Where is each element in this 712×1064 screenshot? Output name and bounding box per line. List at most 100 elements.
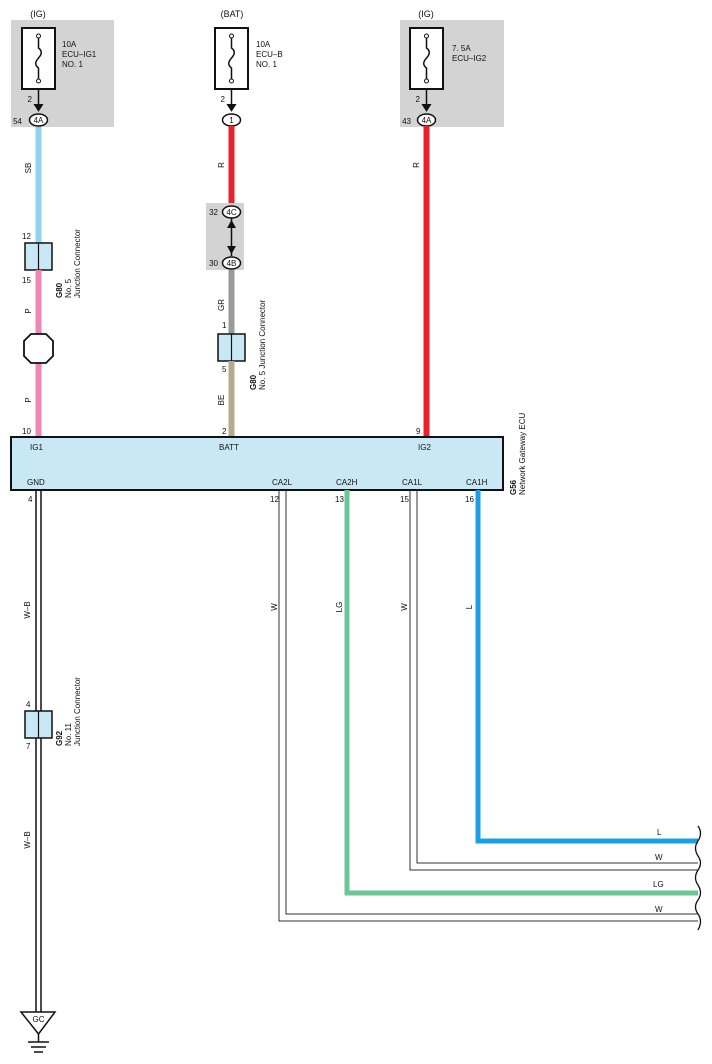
ecu-id: G56: [509, 479, 518, 495]
ecu-pin-label: BATT: [219, 443, 239, 452]
wire-end-label: W: [655, 905, 663, 914]
ecu-pin-label: CA1L: [402, 478, 423, 487]
wire-end-label: LG: [653, 880, 664, 889]
wire-ca2l: [278, 490, 698, 922]
arrow-down-icon: [226, 103, 237, 112]
wire-color-label: LG: [335, 602, 344, 613]
fuse-ecu-b: (BAT) 10A ECU–B NO. 1 2 1: [214, 9, 283, 127]
splice-octagon: [23, 333, 54, 364]
junction-pin-bottom: 5: [222, 365, 227, 374]
fuse-sub: NO. 1: [62, 60, 83, 69]
fuse-rating: 7. 5A: [452, 44, 471, 53]
fuse-icon: [35, 36, 42, 81]
connector-pin: 43: [402, 117, 411, 126]
arrow-down-icon: [421, 103, 432, 112]
ecu-pin: 10: [22, 427, 31, 436]
wire-ca1h: [475, 490, 698, 844]
connector-code: 1: [229, 116, 234, 125]
ground-label: GC: [33, 1015, 45, 1024]
ecu-name: Network Gateway ECU: [518, 413, 527, 495]
wire-color-label: W: [270, 603, 279, 611]
fuse-icon: [423, 36, 430, 81]
junction-desc: Junction Connector: [73, 677, 82, 746]
fuse-rating: 10A: [256, 40, 271, 49]
fuse-sub: NO. 1: [256, 60, 277, 69]
ecu-pin: 9: [416, 427, 421, 436]
ecu-pin-label: CA1H: [466, 478, 488, 487]
wire-color-label: SB: [24, 163, 33, 174]
connector-oval: [28, 113, 49, 127]
ground-circuit: W–B 4 7 G92 No. 11 Junction Connector W–…: [19, 490, 82, 1053]
ground-triangle: [19, 1011, 57, 1036]
wire-end-label: L: [657, 828, 662, 837]
ecu-box: [10, 436, 504, 491]
connector-code: 4C: [226, 208, 236, 217]
inline-pin: 32: [209, 208, 218, 217]
ecu-pin-label: CA2H: [336, 478, 358, 487]
junction-name: No. 11: [64, 722, 73, 746]
wire-color-label: L: [465, 604, 474, 609]
ecu-pin: 2: [222, 427, 227, 436]
fuse-name: ECU–IG1: [62, 50, 97, 59]
ig1-circuit: SB 12 15 G80 No. 5 Junction Connector P …: [22, 127, 82, 437]
ecu-pin: 16: [465, 495, 474, 504]
wire-ca2h: [344, 490, 698, 896]
fuse-source-label: (IG): [418, 9, 434, 19]
junction-desc: Junction Connector: [73, 229, 82, 298]
fuse-rating: 10A: [62, 40, 77, 49]
ecu-pin: 4: [28, 495, 33, 504]
connector-code: 4B: [227, 259, 237, 268]
fuse-pin: 2: [28, 95, 33, 104]
junction-id: G92: [55, 730, 64, 746]
wire-break-icon: [694, 825, 702, 931]
fuse-ecu-ig1: (IG) 10A ECU–IG1 NO. 1 2 54 4A: [11, 9, 114, 127]
batt-circuit: R 32 4C 30 4B GR 1 5 G80 No. 5 Junction …: [206, 126, 267, 437]
network-gateway-ecu: 10 IG1 2 BATT 9 IG2 GND CA2L CA2H CA1L C…: [10, 413, 527, 504]
wire-end-label: W: [655, 853, 663, 862]
connector-pin: 54: [13, 117, 22, 126]
wire-color-label: W: [400, 603, 409, 611]
wire-color-label: R: [217, 162, 226, 168]
wire-color-label: R: [412, 162, 421, 168]
fuse-icon: [228, 36, 235, 81]
junction-pin-top: 12: [22, 232, 31, 241]
ecu-pin-label: CA2L: [272, 478, 293, 487]
ecu-pin-label: IG1: [30, 443, 43, 452]
fuse-pin: 2: [416, 95, 421, 104]
wire-color-label: W–B: [23, 831, 32, 848]
connector-code: 4A: [422, 116, 432, 125]
connector-code: 4A: [34, 116, 44, 125]
junction-pin-bottom: 7: [26, 742, 31, 751]
can-bus-wires: W LG W L L W LG W: [270, 490, 702, 931]
ecu-pin: 15: [400, 495, 409, 504]
wire-color-label: GR: [217, 299, 226, 311]
fuse-source-label: (IG): [30, 9, 46, 19]
ecu-pin: 13: [335, 495, 344, 504]
wire-color-label: BE: [217, 395, 226, 406]
junction-name: No. 5 Junction Connector: [258, 299, 267, 390]
fuse-name: ECU–B: [256, 50, 283, 59]
junction-pin-top: 1: [222, 321, 227, 330]
arrow-down-icon: [227, 246, 236, 254]
connector-oval: [221, 256, 242, 270]
fuse-ecu-ig2: (IG) 7. 5A ECU–IG2 2 43 4A: [400, 9, 504, 127]
fuse-pin: 2: [221, 95, 226, 104]
inline-pin: 30: [209, 259, 218, 268]
wire-color-label: P: [24, 308, 33, 313]
junction-id: G80: [55, 282, 64, 298]
wire-color-label: W–B: [23, 601, 32, 618]
ecu-pin: 12: [270, 495, 279, 504]
ecu-pin-label: GND: [27, 478, 45, 487]
ecu-pin-label: IG2: [418, 443, 431, 452]
wire-color-label: P: [24, 397, 33, 402]
wire-ca1l: [409, 490, 698, 871]
junction-id: G80: [249, 374, 258, 390]
junction-pin-bottom: 15: [22, 276, 31, 285]
fuse-source-label: (BAT): [221, 9, 244, 19]
fuse-name: ECU–IG2: [452, 54, 487, 63]
arrow-down-icon: [33, 103, 44, 112]
junction-pin-top: 4: [26, 700, 31, 709]
ig2-circuit: R: [412, 126, 430, 437]
arrow-up-icon: [227, 220, 236, 228]
junction-name: No. 5: [64, 278, 73, 298]
